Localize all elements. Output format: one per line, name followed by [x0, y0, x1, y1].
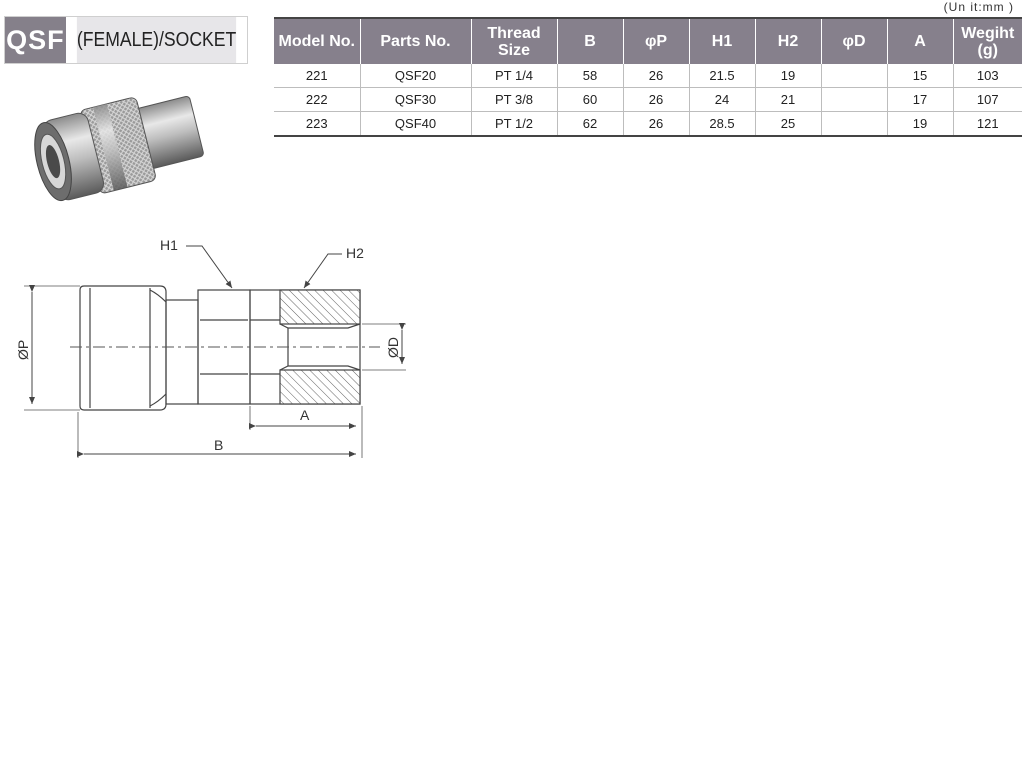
label-h1: H1 [160, 237, 178, 253]
label-b: B [214, 437, 223, 453]
cell-h2: 19 [754, 64, 821, 88]
cell-thread: PT 1/4 [470, 64, 557, 88]
col-b: B [556, 18, 623, 64]
cell-parts: QSF20 [359, 64, 471, 88]
table-row: 221 QSF20 PT 1/4 58 26 21.5 19 15 103 [274, 64, 1022, 88]
cell-h2: 25 [754, 111, 821, 137]
col-model-no: Model No. [274, 18, 360, 64]
cell-p: 26 [622, 87, 689, 112]
col-h1: H1 [688, 18, 755, 64]
cell-a: 15 [886, 64, 953, 88]
col-weight: Wegiht (g) [952, 18, 1022, 64]
cell-thread: PT 1/2 [470, 111, 557, 137]
cell-weight: 107 [952, 87, 1022, 112]
product-photo [34, 96, 204, 202]
label-d: ØD [385, 337, 401, 358]
cell-b: 60 [556, 87, 623, 112]
col-parts-no: Parts No. [359, 18, 471, 64]
technical-drawing: H1 H2 ØP ØD A B [15, 237, 406, 458]
cell-h2: 21 [754, 87, 821, 112]
col-thread-size-label: Thread Size [487, 24, 541, 59]
cell-b: 62 [556, 111, 623, 137]
cell-h1: 24 [688, 87, 755, 112]
cell-h1: 21.5 [688, 64, 755, 88]
table-header-row: Model No. Parts No. Thread Size B φP H1 … [274, 18, 1022, 64]
spec-table: Model No. Parts No. Thread Size B φP H1 … [274, 17, 1022, 137]
cell-a: 19 [886, 111, 953, 137]
cell-d [820, 87, 887, 112]
cell-model: 221 [274, 64, 360, 88]
product-title-block: QSF (FEMALE)/SOCKET [4, 16, 248, 64]
cell-d [820, 64, 887, 88]
table-row: 222 QSF30 PT 3/8 60 26 24 21 17 107 [274, 87, 1022, 112]
col-thread-size: Thread Size [470, 18, 557, 64]
unit-note: (Un it:mm ) [943, 0, 1014, 14]
cell-a: 17 [886, 87, 953, 112]
cell-d [820, 111, 887, 137]
cell-weight: 103 [952, 64, 1022, 88]
cell-h1: 28.5 [688, 111, 755, 137]
col-d: φD [820, 18, 887, 64]
table-row: 223 QSF40 PT 1/2 62 26 28.5 25 19 121 [274, 111, 1022, 137]
cell-weight: 121 [952, 111, 1022, 137]
cell-model: 222 [274, 87, 360, 112]
product-name: (FEMALE)/SOCKET [76, 17, 237, 63]
cell-model: 223 [274, 111, 360, 137]
col-a: A [886, 18, 953, 64]
col-weight-label: Wegiht (g) [961, 24, 1015, 59]
cell-parts: QSF40 [359, 111, 471, 137]
col-h2: H2 [754, 18, 821, 64]
col-p: φP [622, 18, 689, 64]
cell-p: 26 [622, 111, 689, 137]
label-p: ØP [15, 340, 31, 360]
cell-parts: QSF30 [359, 87, 471, 112]
product-code: QSF [5, 17, 66, 63]
label-h2: H2 [346, 245, 364, 261]
cell-p: 26 [622, 64, 689, 88]
label-a: A [300, 407, 310, 423]
cell-thread: PT 3/8 [470, 87, 557, 112]
cell-b: 58 [556, 64, 623, 88]
